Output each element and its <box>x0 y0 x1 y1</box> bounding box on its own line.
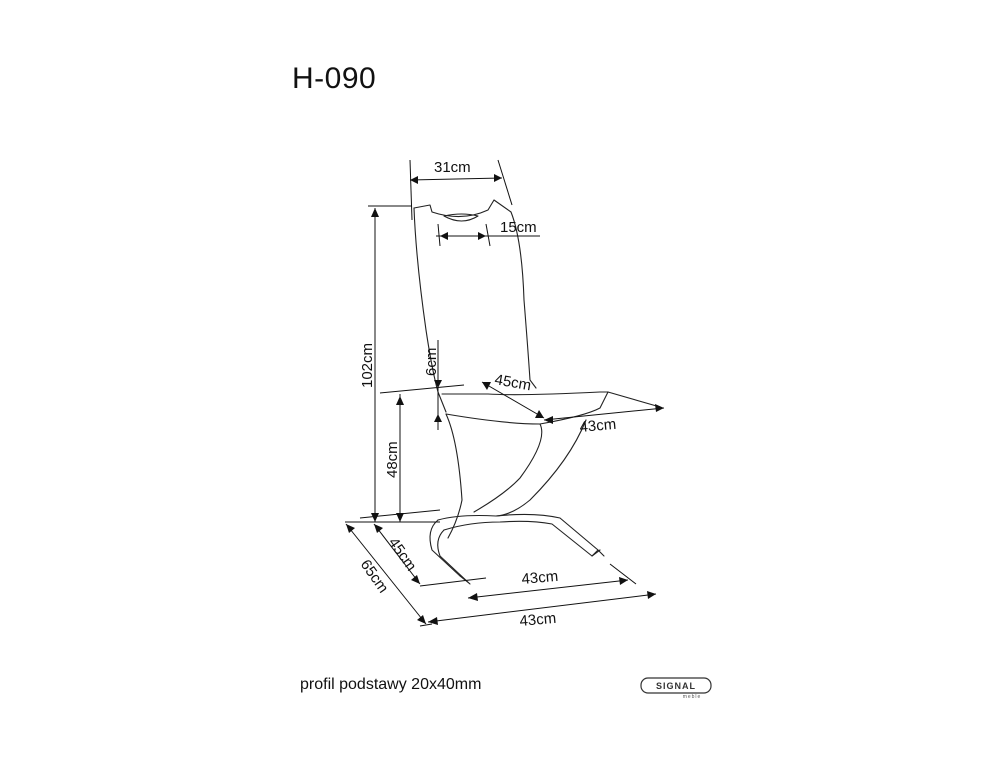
dim-back-width: 31cm <box>434 159 471 176</box>
dim-seat-thickness: 6cm <box>423 348 440 376</box>
brand-logo: SIGNAL meble <box>640 677 712 699</box>
chair-body-z <box>445 413 463 539</box>
dim-seat-depth: 45cm <box>493 371 532 394</box>
chair-backrest <box>413 199 537 389</box>
dim-base-width: 43cm <box>521 568 559 588</box>
dim-base-depth: 45cm <box>385 535 420 575</box>
brand-logo-sub: meble <box>683 694 702 699</box>
chair-body-z-diag <box>473 423 543 513</box>
chair-base-leg-left <box>429 519 461 577</box>
chair-base-runner <box>591 549 605 557</box>
chair-backrest-left <box>413 207 447 413</box>
dim-handle-width: 15cm <box>500 219 537 236</box>
dim-seat-width: 43cm <box>579 416 617 436</box>
dim-overall-width: 43cm <box>519 610 557 630</box>
dim-total-depth: 65cm <box>357 557 392 597</box>
chair-handle <box>443 213 479 222</box>
chair-body-z-right <box>495 419 587 517</box>
brand-logo-text: SIGNAL <box>656 681 696 691</box>
chair-base <box>437 513 599 551</box>
base-profile-note: profil podstawy 20x40mm <box>300 676 482 693</box>
dim-total-height: 102cm <box>359 343 376 388</box>
chair-seat-top <box>441 391 661 408</box>
chair-base-inner <box>443 520 601 557</box>
product-title: H-090 <box>292 62 377 95</box>
chair-base-leg-left2 <box>437 529 471 585</box>
dim-seat-height: 48cm <box>384 441 401 478</box>
